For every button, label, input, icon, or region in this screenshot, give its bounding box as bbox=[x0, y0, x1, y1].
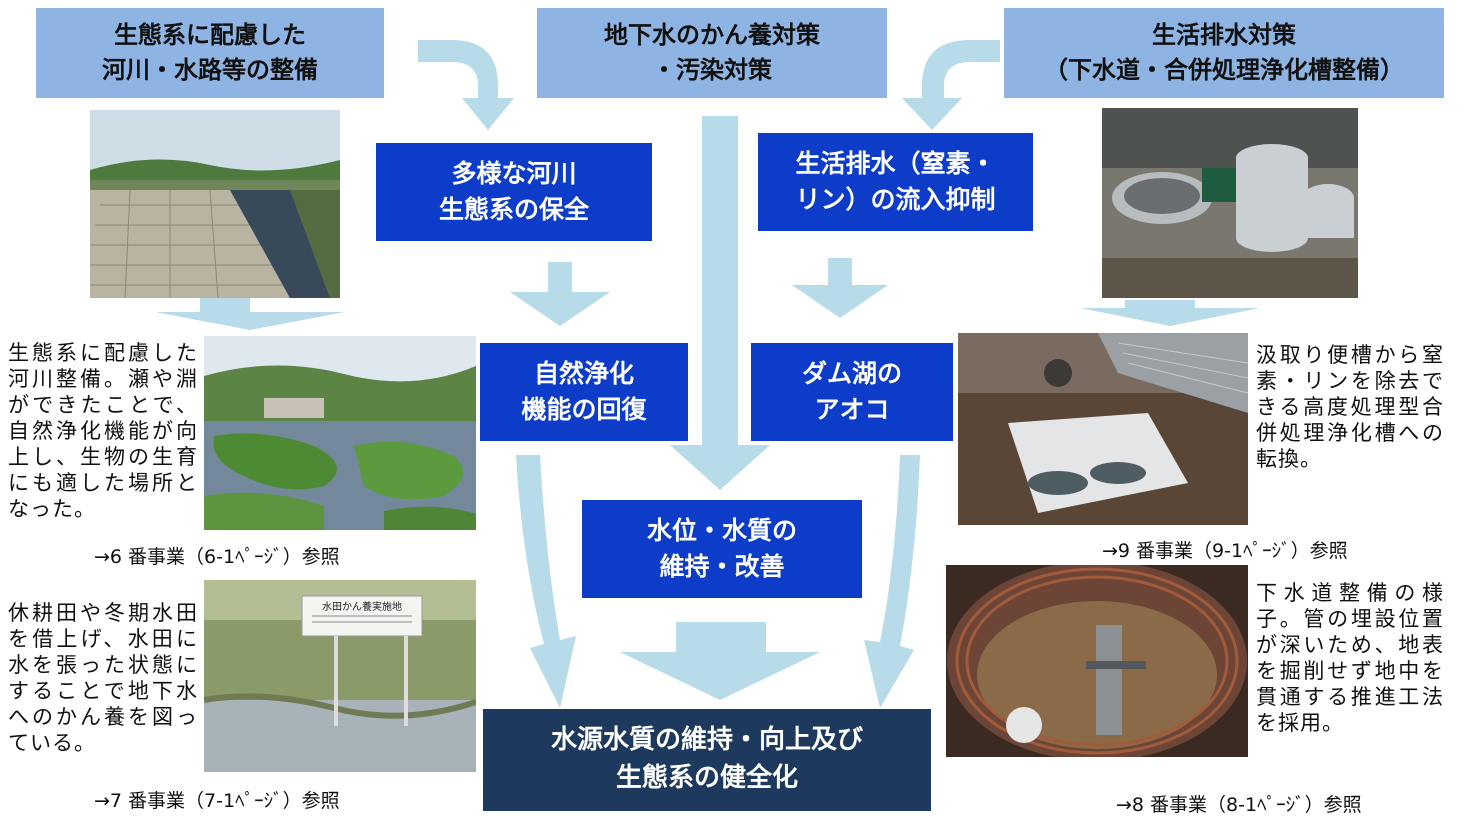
box-text-line: 自然浄化 bbox=[533, 358, 634, 388]
down-arrow-ecosystem bbox=[510, 262, 610, 326]
photo-tank-installation bbox=[958, 333, 1248, 525]
photo-paddy-sign: 水田かん養実施地 bbox=[204, 580, 476, 772]
box-domestic-wastewater: 生活排水対策 （下水道・合併処理浄化槽整備） bbox=[1004, 8, 1444, 98]
box-text-line: 維持・改善 bbox=[659, 552, 785, 581]
photo-river-channel bbox=[90, 110, 340, 298]
reference-9: →9 番事業（9-1ﾍﾟｰｼﾞ）参照 bbox=[1102, 540, 1348, 562]
box-final-goal: 水源水質の維持・向上及び 生態系の健全化 bbox=[483, 709, 931, 811]
box-dam-lake: ダム湖の アオコ bbox=[751, 343, 953, 441]
box-text-line: 機能の回復 bbox=[521, 395, 647, 424]
box-water-level-quality: 水位・水質の 維持・改善 bbox=[582, 500, 862, 598]
curve-arrow-right bbox=[902, 40, 1000, 130]
reference-8: →8 番事業（8-1ﾍﾟｰｼﾞ）参照 bbox=[1116, 794, 1362, 816]
description-eco-river: 生態系に配慮した河川整備。瀬や淵ができたことで、自然浄化機能が向上し、生物の生育… bbox=[8, 341, 198, 521]
box-text-line: 水源水質の維持・向上及び bbox=[550, 725, 863, 756]
box-text-line: 生態系の健全化 bbox=[615, 763, 798, 793]
box-text-line: 生活排水対策 bbox=[1152, 21, 1296, 50]
box-text-line: 河川・水路等の整備 bbox=[102, 56, 318, 84]
box-text-line: 地下水のかん養対策 bbox=[604, 21, 820, 50]
box-text-line: （下水道・合併処理浄化槽整備） bbox=[1044, 56, 1404, 84]
box-text-line: 水位・水質の bbox=[646, 515, 797, 545]
box-text-line: ・汚染対策 bbox=[652, 56, 772, 84]
curve-arrow-into-goal-right bbox=[864, 455, 920, 708]
box-text-line: 生態系に配慮した bbox=[114, 21, 306, 50]
box-eco-river-maintenance: 生態系に配慮した 河川・水路等の整備 bbox=[36, 8, 384, 98]
box-text-line: アオコ bbox=[814, 395, 890, 424]
box-river-ecosystem: 多様な河川 生態系の保全 bbox=[376, 143, 652, 241]
box-text-line: 生態系の保全 bbox=[438, 195, 589, 224]
description-sewer: 下水道整備の様子。管の埋設位置が深いため、地表を掘削せず地中を貫通する推進工法を… bbox=[1256, 581, 1444, 735]
box-groundwater: 地下水のかん養対策 ・汚染対策 bbox=[537, 8, 887, 98]
box-text-line: 多様な河川 bbox=[451, 158, 577, 188]
curve-arrow-left bbox=[418, 40, 514, 130]
photo-septic-tanks bbox=[1102, 108, 1358, 298]
center-down-arrow bbox=[670, 116, 770, 490]
description-septic: 汲取り便槽から窒素・リンを除去できる高度処理型合併処理浄化槽への転換。 bbox=[1256, 343, 1444, 471]
box-text-line: ダム湖の bbox=[801, 358, 902, 388]
reference-7: →7 番事業（7-1ﾍﾟｰｼﾞ）参照 bbox=[94, 790, 340, 812]
down-arrow-photo-left bbox=[155, 298, 345, 330]
down-arrow-nutrient bbox=[792, 258, 888, 318]
reference-6: →6 番事業（6-1ﾍﾟｰｼﾞ）参照 bbox=[94, 546, 340, 568]
big-down-arrow-goal bbox=[620, 622, 820, 700]
photo-sign-text: 水田かん養実施地 bbox=[322, 602, 402, 613]
box-text-line: 生活排水（窒素・ bbox=[795, 148, 996, 178]
photo-river-islands bbox=[204, 336, 476, 530]
box-text-line: リン）の流入抑制 bbox=[795, 185, 996, 214]
description-paddy: 休耕田や冬期水田を借上げ、水田に水を張った状態にすることで地下水へのかん養を図っ… bbox=[8, 601, 198, 755]
photo-sewer-shaft bbox=[946, 565, 1248, 757]
box-natural-purification: 自然浄化 機能の回復 bbox=[480, 343, 688, 441]
curve-arrow-into-goal-left bbox=[516, 455, 576, 708]
box-nutrient-inflow: 生活排水（窒素・ リン）の流入抑制 bbox=[758, 133, 1033, 231]
down-arrow-photo-right bbox=[1080, 300, 1260, 326]
